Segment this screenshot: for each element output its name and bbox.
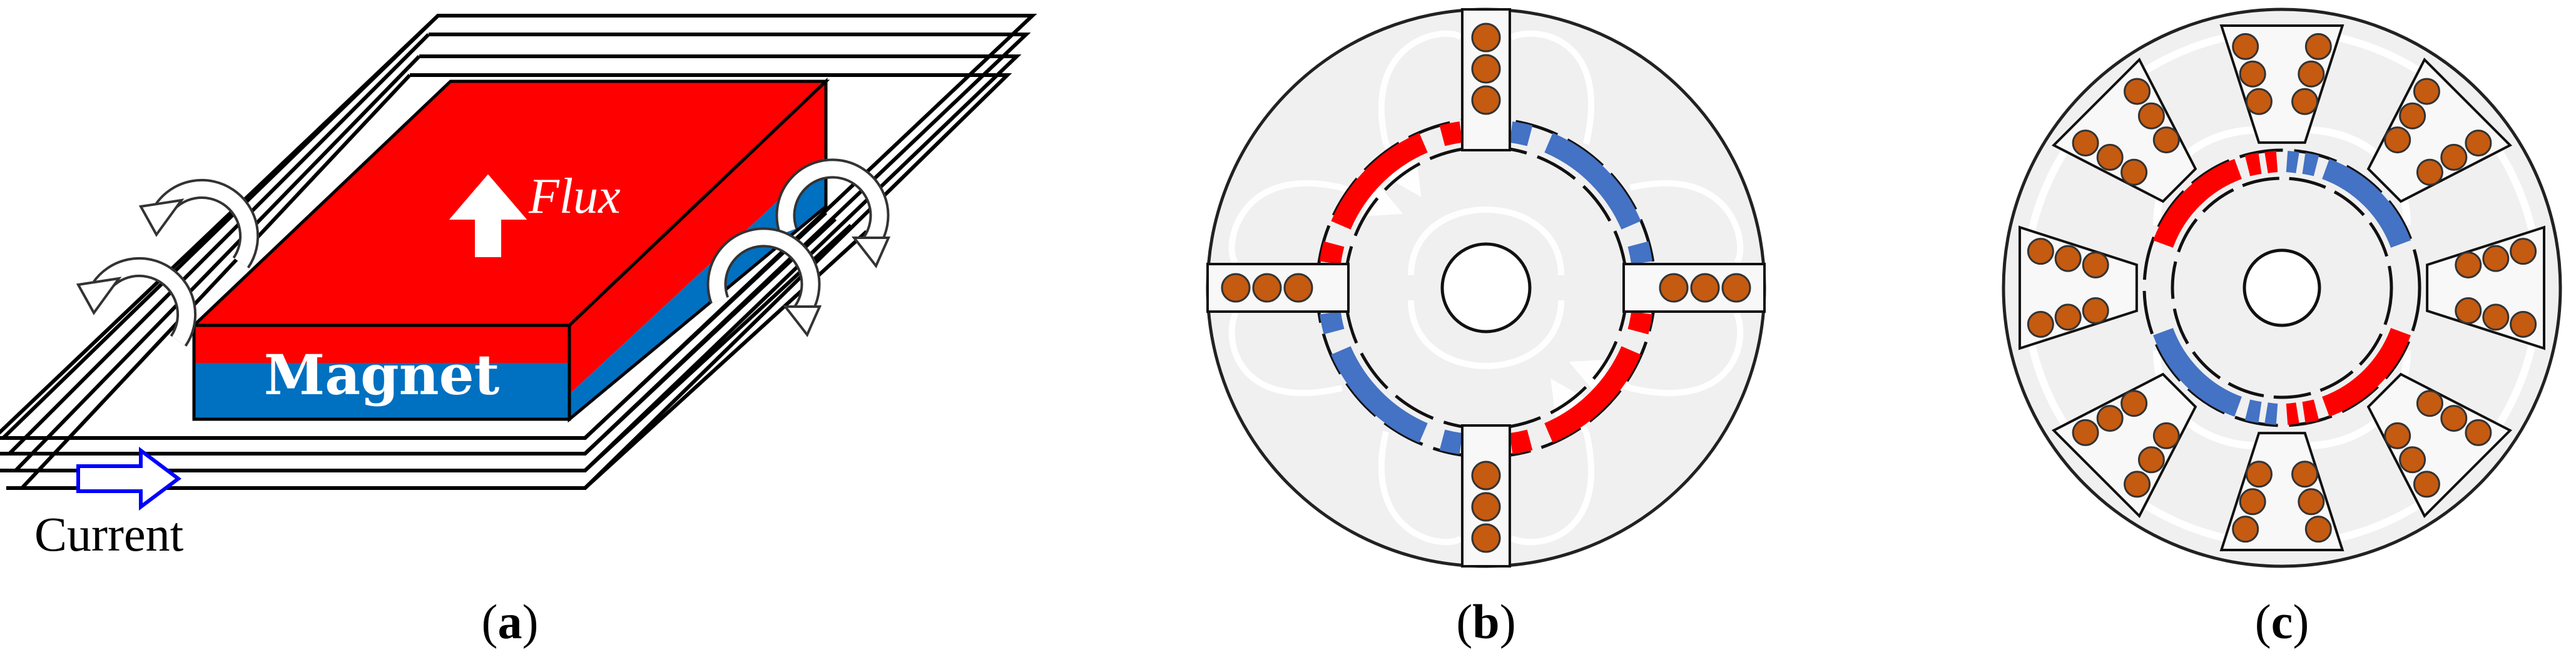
coil-conductor <box>2416 158 2443 186</box>
coil-conductor <box>2232 516 2259 543</box>
current-label: Current <box>34 507 184 561</box>
coil-conductor <box>2137 446 2165 474</box>
coil-conductor <box>2082 251 2109 278</box>
coil-conductor <box>2413 78 2440 105</box>
coil-slot <box>2366 372 2513 519</box>
coil-conductor <box>2291 88 2319 115</box>
magnet-side-face <box>568 78 828 423</box>
coil-conductor <box>2304 33 2332 60</box>
coil-conductor <box>2465 130 2492 157</box>
coil-conductor <box>2440 405 2468 432</box>
coil-slot <box>2366 57 2513 203</box>
panel-b <box>1206 8 1766 568</box>
coil-conductor <box>2054 245 2082 272</box>
coil-conductor <box>2239 60 2266 88</box>
coil-conductor <box>2482 245 2510 272</box>
coil-conductor <box>2232 33 2259 60</box>
coil-conductor <box>2413 471 2440 498</box>
flux-label: Flux <box>528 169 621 224</box>
coil-conductor <box>2027 310 2054 338</box>
coil-conductor <box>2120 158 2148 186</box>
coil-conductor <box>2054 303 2082 331</box>
coil-conductor <box>2384 422 2411 449</box>
coil-conductor <box>2072 419 2099 446</box>
coil-conductor <box>2482 303 2510 331</box>
coil-conductor <box>2399 102 2426 130</box>
shaft-b <box>1440 242 1532 334</box>
coil-slots-b <box>1206 8 1766 568</box>
coil-conductor <box>2384 126 2411 154</box>
shaft-c <box>2243 248 2321 327</box>
coil-conductor <box>2291 461 2319 488</box>
panel-a: Flux Magnet Current <box>0 14 1037 649</box>
flux-arrow-icon <box>449 174 527 257</box>
coil-slot <box>2051 372 2197 519</box>
caption-b: (b) <box>1456 594 1515 649</box>
coil-conductor <box>2245 461 2273 488</box>
rotor-magnets-b <box>1320 121 1652 454</box>
coil-conductor <box>2124 78 2151 105</box>
current-arrow-icon <box>76 447 181 511</box>
coil-conductor <box>2082 297 2109 325</box>
panel-c <box>2002 8 2562 568</box>
coil-conductor <box>2440 143 2468 171</box>
coil-conductor <box>2152 422 2180 449</box>
coil-conductor <box>2072 130 2099 157</box>
coil-conductor <box>2304 516 2332 543</box>
coil-conductor <box>2124 471 2151 498</box>
coil-conductor <box>2510 238 2537 265</box>
coil-conductor <box>2152 126 2180 154</box>
coil-conductor <box>2239 488 2266 516</box>
coil-conductor <box>2137 102 2165 130</box>
coil-conductor <box>2455 297 2482 325</box>
coil-conductor <box>2096 143 2124 171</box>
caption-a: (a) <box>482 594 539 649</box>
coil-conductor <box>2245 88 2273 115</box>
coil-conductor <box>2120 390 2148 417</box>
coil-conductor <box>2298 488 2325 516</box>
coil-conductor <box>2465 419 2492 446</box>
magnet-label: Magnet <box>264 342 500 407</box>
rotor-magnets-c <box>2153 151 2411 425</box>
curved-flux-arrow-icon <box>76 257 197 347</box>
coil-conductor <box>2416 390 2443 417</box>
coil-windings <box>0 14 1037 490</box>
coil-slot <box>2051 57 2197 203</box>
coil-conductor <box>2096 405 2124 432</box>
curved-flux-arrow-icon <box>706 227 822 337</box>
coil-slots-c <box>2019 24 2545 551</box>
coil-conductor <box>2455 251 2482 278</box>
curved-flux-arrow-icon <box>138 178 260 268</box>
caption-c: (c) <box>2255 594 2309 649</box>
coil-conductor <box>2298 60 2325 88</box>
coil-conductor <box>2027 238 2054 265</box>
coil-conductor <box>2510 310 2537 338</box>
curved-flux-arrow-icon <box>775 158 891 268</box>
coil-conductor <box>2399 446 2426 474</box>
